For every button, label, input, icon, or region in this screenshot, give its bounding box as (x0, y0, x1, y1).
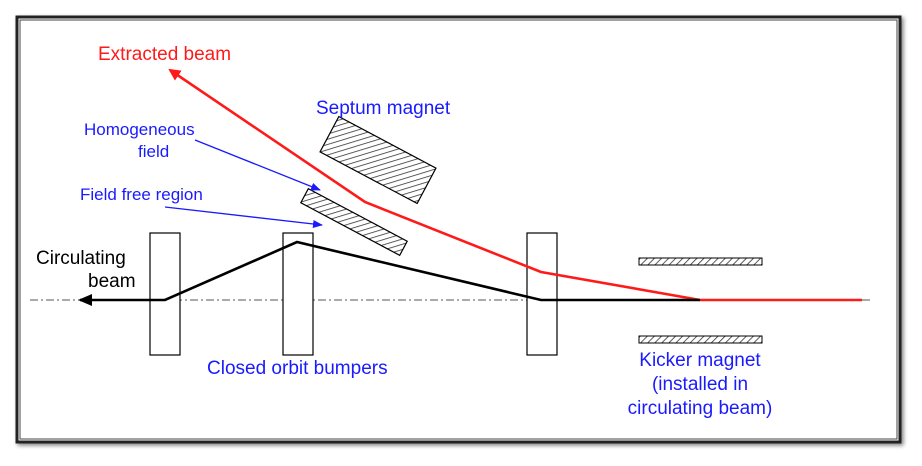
circulating-beam-path (78, 240, 700, 306)
kicker-magnet-lower (638, 335, 763, 344)
diagram-frame (15, 15, 902, 444)
extracted-beam-path (168, 68, 862, 302)
homogeneous-field-label-line2: field (138, 142, 170, 161)
kicker-magnet-label-line2: (installed in (651, 374, 749, 395)
septum-blade (299, 187, 409, 257)
kicker-magnet-upper (638, 257, 763, 266)
homogeneous-field-label-line1: Homogeneous (84, 120, 195, 139)
circulating-beam-label-line1: Circulating (36, 248, 126, 269)
kicker-magnet-label-line3: circulating beam) (627, 398, 773, 419)
extracted-beam-label: Extracted beam (98, 44, 232, 65)
septum-magnet-label: Septum magnet (316, 98, 451, 119)
field-free-region-arrow (164, 206, 323, 228)
septum-magnet (319, 115, 437, 205)
homogeneous-field-arrow (194, 139, 321, 191)
bumper-magnet-3 (526, 232, 558, 356)
circulating-beam-label-line2: beam (88, 271, 136, 292)
bumper-magnet-2 (282, 232, 314, 356)
field-free-region-label: Field free region (80, 185, 203, 204)
closed-orbit-bumpers-label: Closed orbit bumpers (207, 358, 388, 379)
kicker-magnet-label-line1: Kicker magnet (639, 350, 761, 371)
